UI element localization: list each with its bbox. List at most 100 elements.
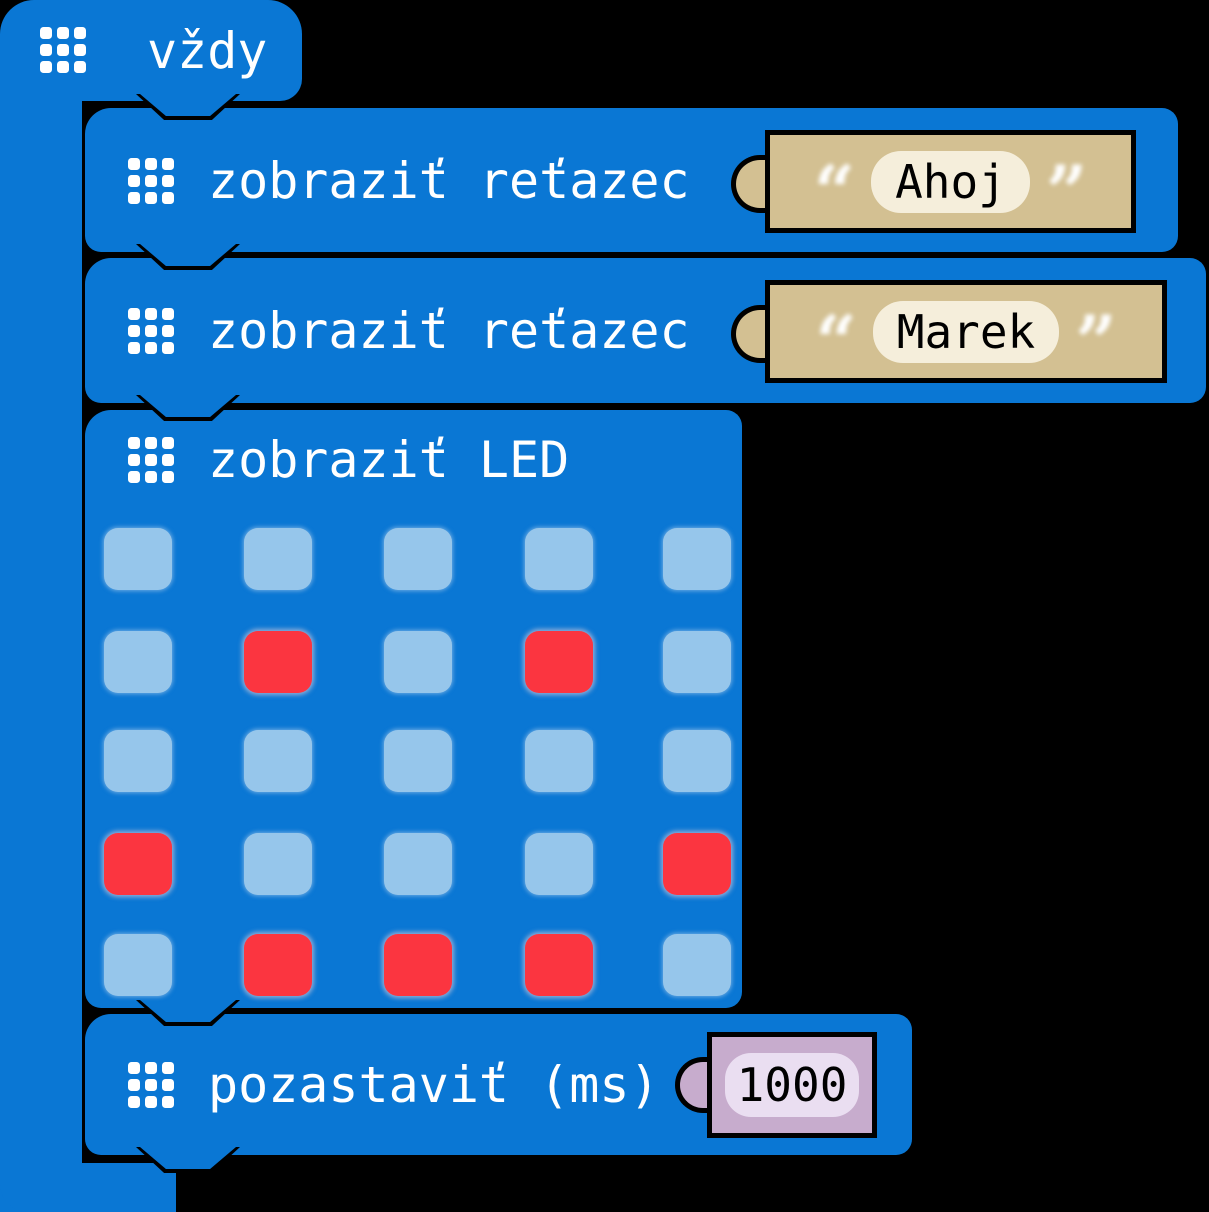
led-cell-r2-c4[interactable] bbox=[525, 631, 593, 693]
number-value-block[interactable]: 1000 bbox=[707, 1032, 877, 1138]
logo-dot bbox=[162, 158, 174, 170]
logo-dot bbox=[57, 27, 69, 39]
logo-dot bbox=[40, 27, 52, 39]
led-cell-r1-c4[interactable] bbox=[525, 528, 593, 590]
logo-dot bbox=[145, 1096, 157, 1108]
show-string-label-2: zobraziť reťazec bbox=[208, 302, 690, 360]
led-cell-r1-c3[interactable] bbox=[384, 528, 452, 590]
logo-dot bbox=[145, 175, 157, 187]
microbit-logo-icon bbox=[128, 308, 174, 354]
microbit-logo-icon bbox=[128, 158, 174, 204]
number-block-tab bbox=[675, 1057, 713, 1113]
led-cell-r3-c4[interactable] bbox=[525, 730, 593, 792]
logo-dot bbox=[162, 437, 174, 449]
microbit-logo-icon bbox=[128, 437, 174, 483]
led-cell-r4-c4[interactable] bbox=[525, 833, 593, 895]
led-cell-r4-c2[interactable] bbox=[244, 833, 312, 895]
logo-dot bbox=[162, 1062, 174, 1074]
logo-dot bbox=[74, 44, 86, 56]
logo-dot bbox=[145, 192, 157, 204]
close-quote-icon: ” bbox=[1045, 148, 1088, 234]
notch-connector bbox=[136, 1000, 240, 1026]
logo-dot bbox=[162, 471, 174, 483]
led-cell-r5-c4[interactable] bbox=[525, 934, 593, 996]
logo-dot bbox=[128, 454, 140, 466]
logo-dot bbox=[162, 342, 174, 354]
logo-dot bbox=[162, 192, 174, 204]
logo-dot bbox=[74, 27, 86, 39]
logo-dot bbox=[128, 471, 140, 483]
led-cell-r2-c1[interactable] bbox=[104, 631, 172, 693]
logo-dot bbox=[74, 61, 86, 73]
logo-dot bbox=[57, 44, 69, 56]
led-cell-r4-c5[interactable] bbox=[663, 833, 731, 895]
led-cell-r1-c2[interactable] bbox=[244, 528, 312, 590]
logo-dot bbox=[128, 325, 140, 337]
logo-dot bbox=[145, 342, 157, 354]
logo-dot bbox=[128, 308, 140, 320]
logo-dot bbox=[145, 454, 157, 466]
led-cell-r2-c3[interactable] bbox=[384, 631, 452, 693]
string-input-field-1[interactable]: Ahoj bbox=[871, 150, 1030, 213]
logo-dot bbox=[162, 325, 174, 337]
logo-dot bbox=[128, 342, 140, 354]
open-quote-icon: “ bbox=[813, 148, 856, 234]
led-cell-r4-c3[interactable] bbox=[384, 833, 452, 895]
forever-block-foot[interactable] bbox=[0, 1163, 176, 1212]
string-value-block-1[interactable]: “ Ahoj ” bbox=[765, 130, 1136, 233]
microbit-logo-icon bbox=[40, 27, 86, 73]
string-input-field-2[interactable]: Marek bbox=[872, 300, 1060, 363]
led-cell-r1-c5[interactable] bbox=[663, 528, 731, 590]
notch-connector bbox=[136, 94, 240, 120]
number-input-field[interactable]: 1000 bbox=[724, 1053, 860, 1117]
logo-dot bbox=[145, 325, 157, 337]
logo-dot bbox=[128, 158, 140, 170]
microbit-logo-icon bbox=[128, 1062, 174, 1108]
show-leds-block[interactable] bbox=[85, 410, 742, 1008]
string-block-tab bbox=[731, 305, 771, 363]
logo-dot bbox=[162, 1079, 174, 1091]
forever-label: vždy bbox=[147, 22, 268, 80]
led-cell-r1-c1[interactable] bbox=[104, 528, 172, 590]
show-string-label-1: zobraziť reťazec bbox=[208, 152, 690, 210]
logo-dot bbox=[145, 1079, 157, 1091]
logo-dot bbox=[128, 175, 140, 187]
logo-dot bbox=[162, 175, 174, 187]
led-cell-r2-c2[interactable] bbox=[244, 631, 312, 693]
led-cell-r4-c1[interactable] bbox=[104, 833, 172, 895]
logo-dot bbox=[57, 61, 69, 73]
logo-dot bbox=[145, 308, 157, 320]
pause-label: pozastaviť (ms) bbox=[208, 1056, 660, 1114]
led-grid bbox=[85, 410, 742, 1008]
string-block-tab bbox=[731, 155, 771, 213]
logo-dot bbox=[162, 308, 174, 320]
logo-dot bbox=[128, 1079, 140, 1091]
logo-dot bbox=[145, 471, 157, 483]
logo-dot bbox=[145, 1062, 157, 1074]
notch-connector bbox=[136, 1147, 240, 1173]
show-leds-label: zobraziť LED bbox=[208, 431, 570, 489]
led-cell-r3-c2[interactable] bbox=[244, 730, 312, 792]
logo-dot bbox=[162, 454, 174, 466]
open-quote-icon: “ bbox=[815, 298, 857, 384]
logo-dot bbox=[128, 1096, 140, 1108]
led-cell-r3-c5[interactable] bbox=[663, 730, 731, 792]
notch-connector bbox=[136, 395, 240, 421]
led-cell-r5-c1[interactable] bbox=[104, 934, 172, 996]
notch-connector bbox=[136, 244, 240, 270]
led-cell-r5-c5[interactable] bbox=[663, 934, 731, 996]
led-cell-r3-c1[interactable] bbox=[104, 730, 172, 792]
string-value-block-2[interactable]: “ Marek ” bbox=[765, 280, 1167, 383]
logo-dot bbox=[128, 192, 140, 204]
forever-block-spine[interactable] bbox=[0, 60, 82, 1212]
close-quote-icon: ” bbox=[1075, 298, 1117, 384]
led-cell-r2-c5[interactable] bbox=[663, 631, 731, 693]
logo-dot bbox=[40, 61, 52, 73]
logo-dot bbox=[128, 437, 140, 449]
led-cell-r5-c3[interactable] bbox=[384, 934, 452, 996]
led-cell-r3-c3[interactable] bbox=[384, 730, 452, 792]
logo-dot bbox=[40, 44, 52, 56]
logo-dot bbox=[162, 1096, 174, 1108]
logo-dot bbox=[145, 158, 157, 170]
led-cell-r5-c2[interactable] bbox=[244, 934, 312, 996]
